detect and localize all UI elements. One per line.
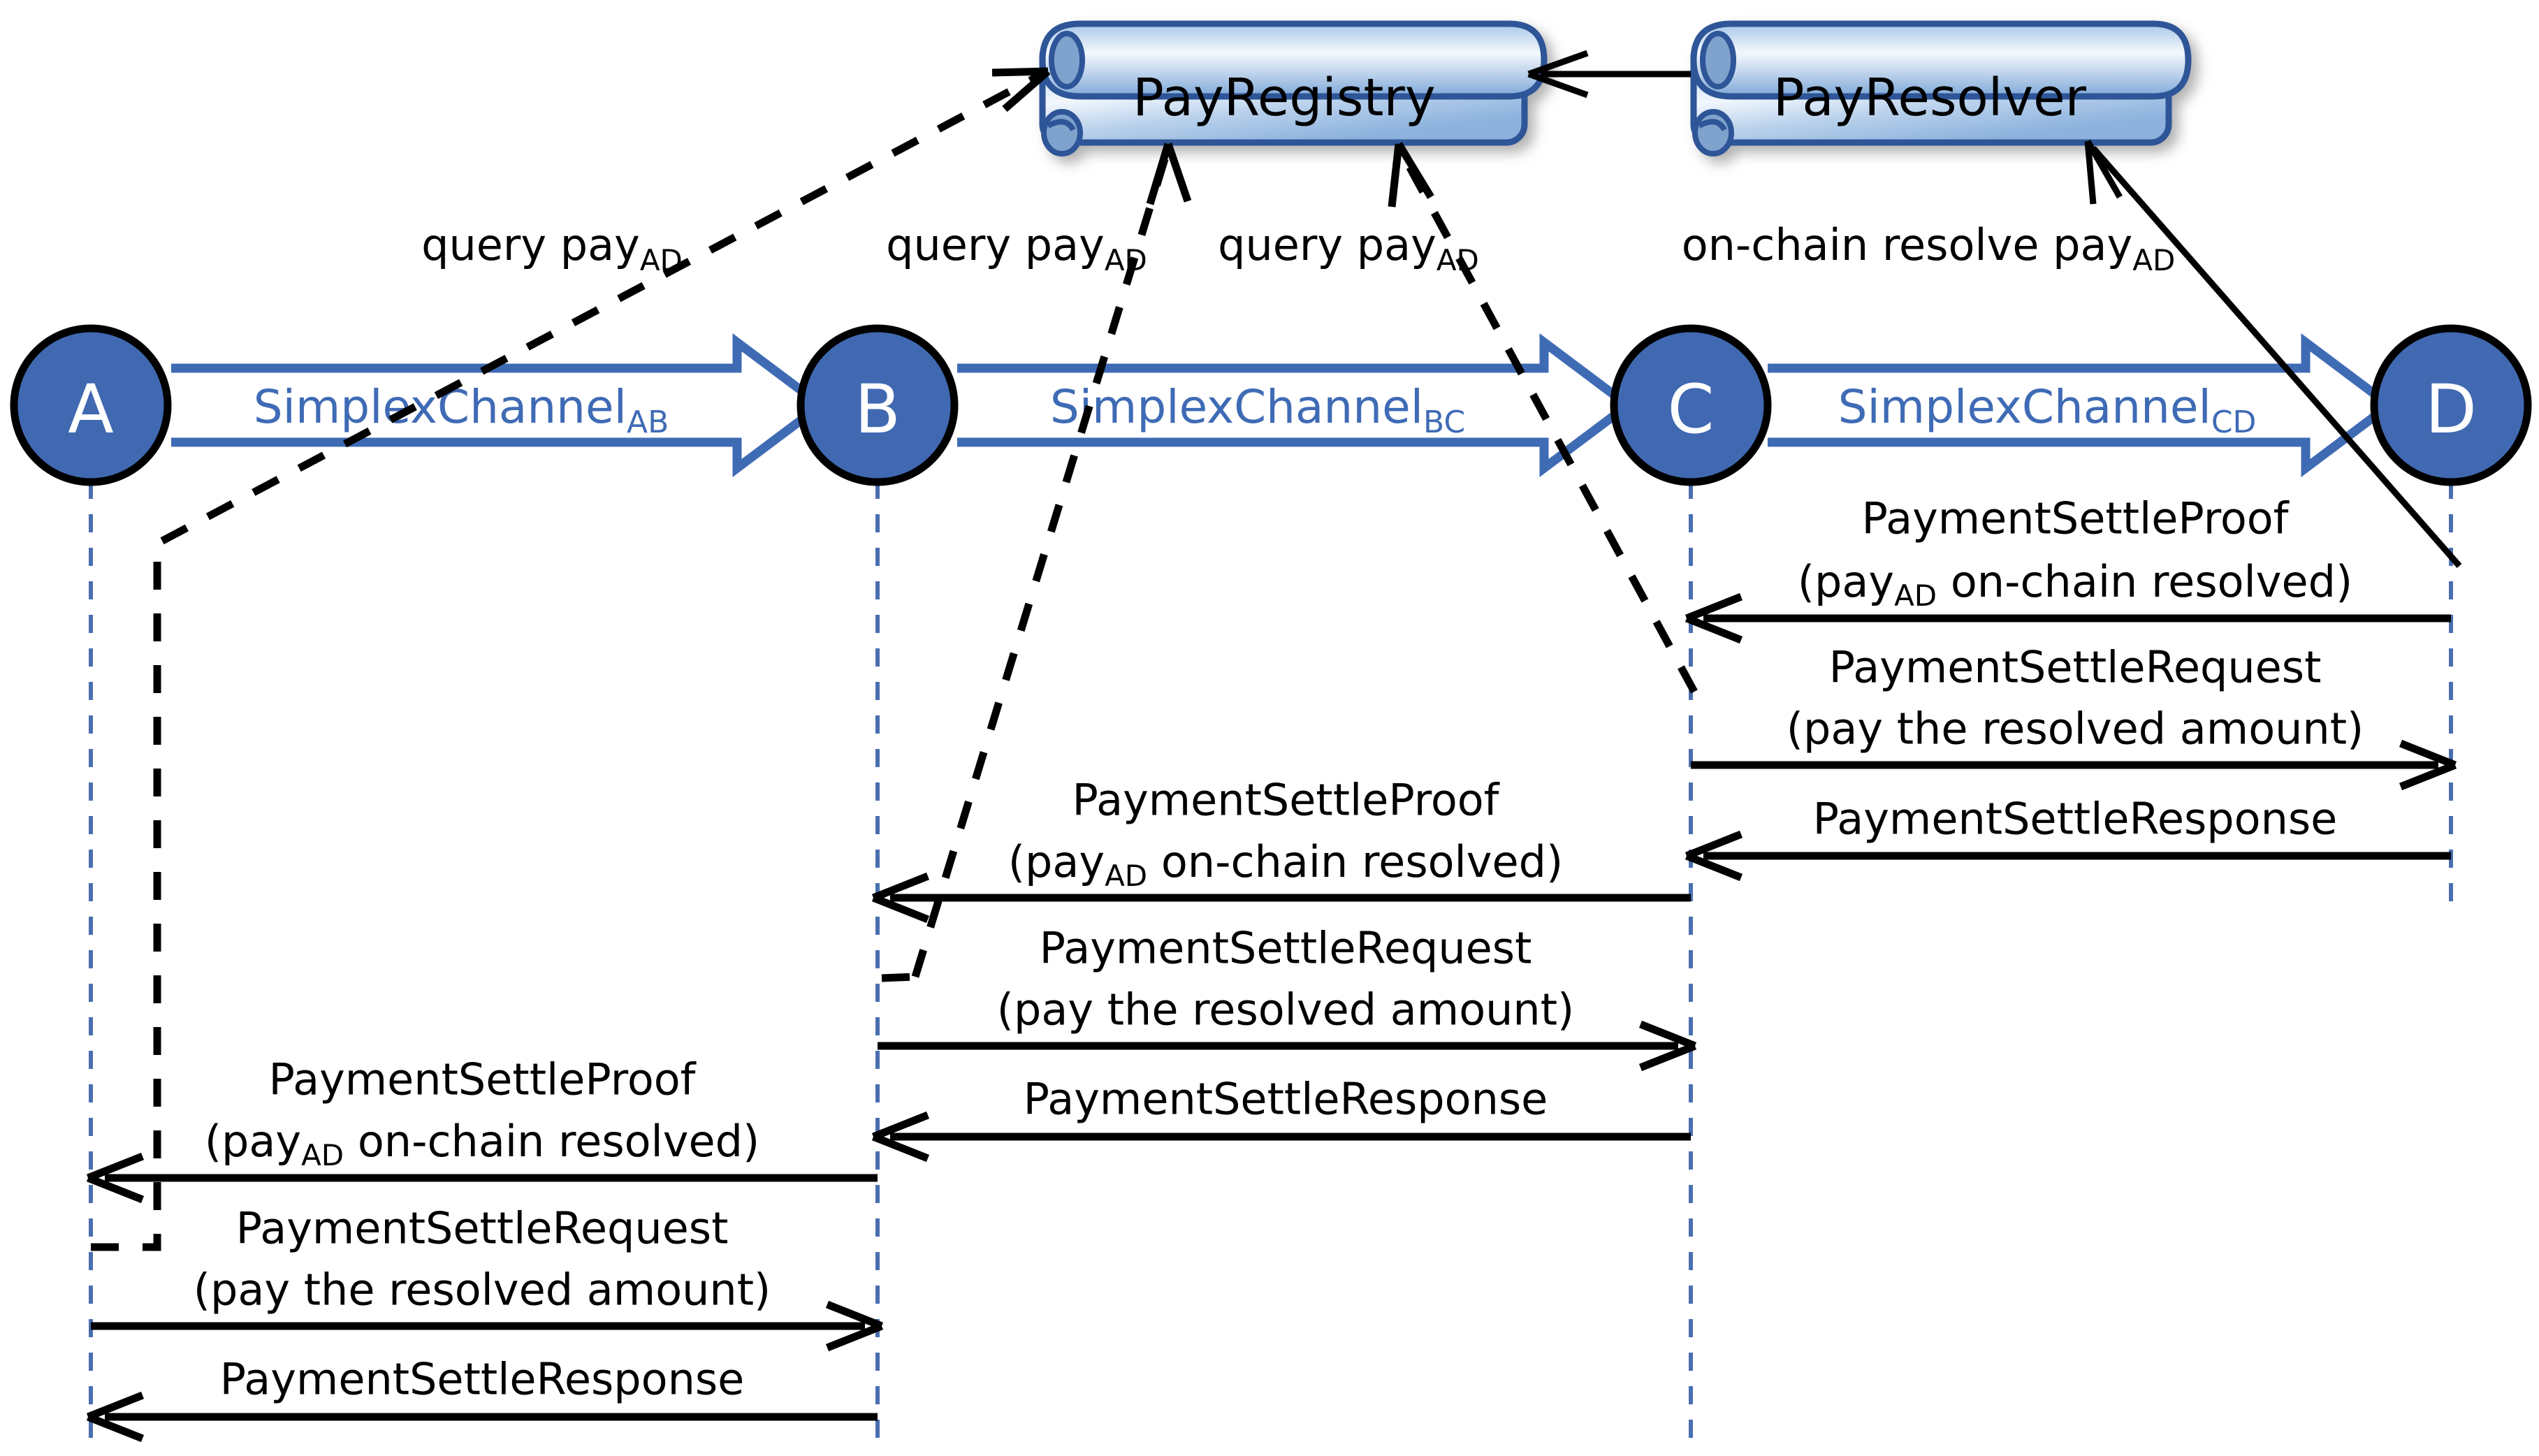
bc-proof-line1: PaymentSettleProof bbox=[1072, 775, 1500, 826]
cd-proof-line1: PaymentSettleProof bbox=[1861, 493, 2290, 544]
bc-request-line2: (pay the resolved amount) bbox=[997, 984, 1574, 1035]
cd-request-line1: PaymentSettleRequest bbox=[1829, 642, 2322, 693]
ab-request-line1: PaymentSettleRequest bbox=[236, 1203, 729, 1254]
bc-response-line1: PaymentSettleResponse bbox=[1024, 1074, 1548, 1125]
component-payresolver[interactable] bbox=[1690, 20, 2192, 156]
message-bc-proof bbox=[871, 872, 1691, 924]
payresolver-label: PayResolver bbox=[1773, 68, 2087, 128]
channel-ab-label: SimplexChannelAB bbox=[254, 380, 669, 440]
actor-a-label: A bbox=[68, 370, 114, 449]
component-payregistry[interactable] bbox=[1039, 20, 1548, 156]
message-cd-request bbox=[1691, 739, 2457, 791]
message-ab-request bbox=[91, 1300, 884, 1352]
actor-b[interactable]: B bbox=[796, 324, 959, 486]
actor-d-label: D bbox=[2425, 370, 2477, 449]
query-a-label: query payAD bbox=[421, 219, 683, 277]
ab-response-line1: PaymentSettleResponse bbox=[220, 1354, 745, 1405]
link-d-to-resolver bbox=[2084, 139, 2462, 568]
message-ab-proof bbox=[86, 1152, 878, 1204]
payregistry-label: PayRegistry bbox=[1133, 68, 1435, 128]
actor-b-label: B bbox=[854, 370, 901, 449]
query-b-label: query payAD bbox=[886, 219, 1147, 277]
actor-c-label: C bbox=[1667, 370, 1714, 449]
message-cd-response bbox=[1685, 830, 2451, 882]
query-line-c bbox=[1388, 142, 1698, 694]
cd-proof-line2: (payAD on-chain resolved) bbox=[1798, 556, 2352, 613]
actor-c[interactable]: C bbox=[1610, 324, 1772, 486]
query-line-b bbox=[881, 143, 1192, 982]
bc-proof-line2: (payAD on-chain resolved) bbox=[1008, 836, 1563, 893]
link-d-to-resolver-label: on-chain resolve payAD bbox=[1682, 219, 2176, 277]
ab-proof-line1: PaymentSettleProof bbox=[268, 1054, 697, 1105]
message-cd-proof bbox=[1685, 592, 2451, 644]
ab-proof-line2: (payAD on-chain resolved) bbox=[205, 1116, 759, 1172]
query-c-label: query payAD bbox=[1218, 219, 1479, 277]
message-bc-response bbox=[871, 1111, 1691, 1163]
channel-bc-label: SimplexChannelBC bbox=[1050, 380, 1465, 440]
actor-a[interactable]: A bbox=[10, 324, 172, 486]
query-line-a bbox=[91, 67, 1051, 1251]
ab-request-line2: (pay the resolved amount) bbox=[194, 1265, 771, 1316]
actor-d[interactable]: D bbox=[2370, 324, 2532, 486]
message-ab-response bbox=[86, 1391, 878, 1443]
bc-request-line1: PaymentSettleRequest bbox=[1040, 923, 1532, 974]
link-resolver-to-registry bbox=[1527, 50, 1691, 99]
message-bc-request bbox=[878, 1020, 1697, 1072]
cd-response-line1: PaymentSettleResponse bbox=[1813, 794, 2338, 845]
channel-cd-label: SimplexChannelCD bbox=[1838, 380, 2257, 440]
cd-request-line2: (pay the resolved amount) bbox=[1787, 704, 2364, 755]
